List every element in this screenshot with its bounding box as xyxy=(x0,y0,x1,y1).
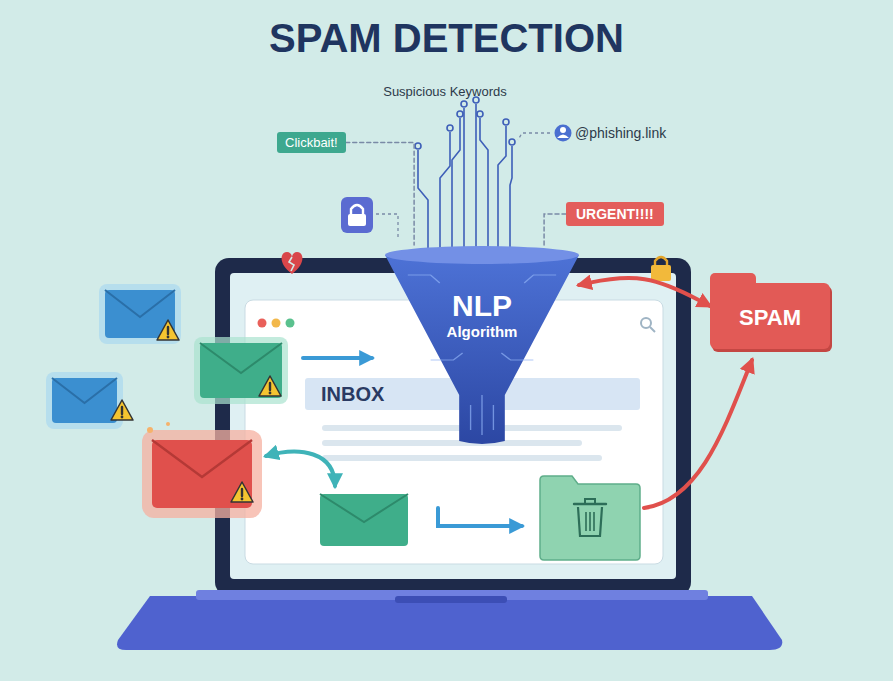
nlp-funnel: NLPAlgorithm xyxy=(385,245,579,445)
node-text: Algorithm xyxy=(385,323,579,341)
lock-icon xyxy=(651,257,671,281)
lock-icon xyxy=(341,197,373,233)
node-text: Clickbait! xyxy=(285,135,338,150)
user-icon xyxy=(555,125,572,142)
circuit-traces xyxy=(415,97,515,255)
keywords-heading: Suspicious Keywords xyxy=(383,84,507,99)
broken-heart xyxy=(282,252,303,274)
keyword-tag: URGENT!!!! xyxy=(566,202,664,226)
email-icons xyxy=(46,284,408,546)
folder-tab xyxy=(710,273,756,284)
trash-folder xyxy=(540,476,640,560)
title: SPAM DETECTION xyxy=(0,16,893,61)
node-text: NLP xyxy=(385,289,579,323)
node-text: URGENT!!!! xyxy=(576,206,654,222)
connector xyxy=(346,143,414,246)
phishing-link: @phishing.link xyxy=(575,125,666,141)
node-text: SPAM xyxy=(726,305,814,331)
connector xyxy=(544,214,566,245)
keyword-tag: Clickbait! xyxy=(277,132,346,153)
spam-folder: SPAM xyxy=(710,283,830,349)
funnel-shape xyxy=(385,245,579,445)
leader-lines xyxy=(376,133,550,240)
connector xyxy=(579,278,710,306)
